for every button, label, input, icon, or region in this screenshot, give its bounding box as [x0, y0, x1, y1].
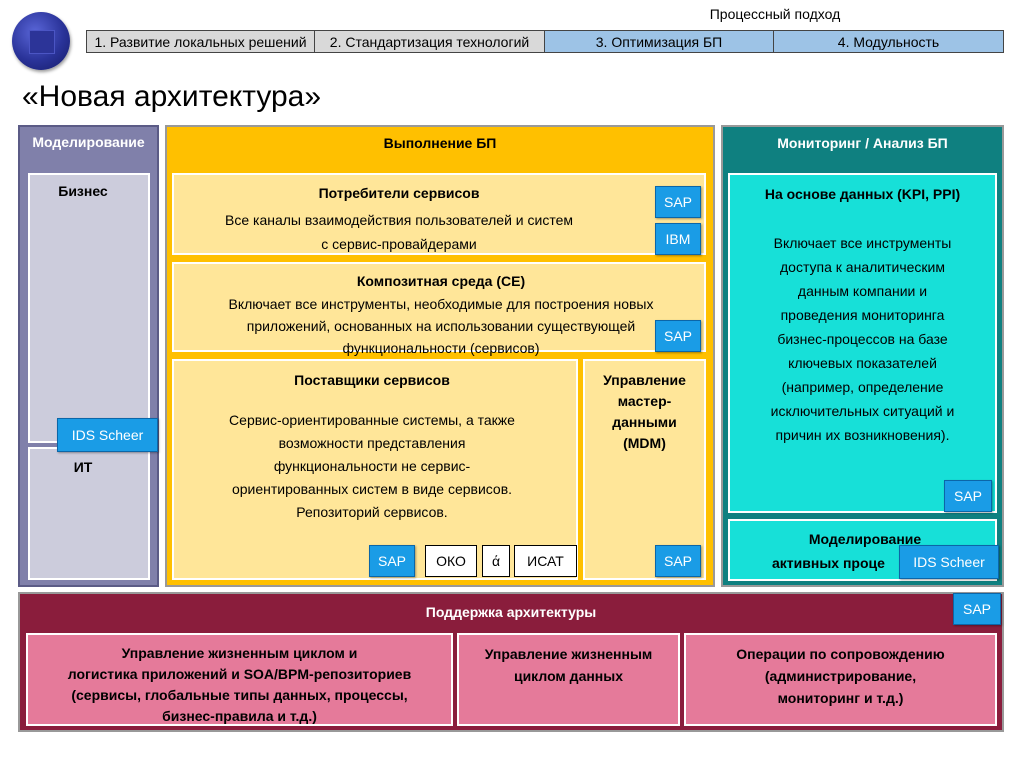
consumers-line-2: с сервис-провайдерами: [321, 236, 477, 252]
mdm-line-2: мастер-: [617, 393, 672, 409]
mdm-line-4: (MDM): [623, 435, 666, 451]
data-line-5: бизнес-процессов на базе: [777, 331, 948, 347]
isat-badge: ИСАТ: [514, 545, 577, 577]
monitoring-title: Мониторинг / Анализ БП: [777, 135, 948, 151]
step-1: 1. Развитие локальных решений: [86, 30, 315, 53]
data-box-description: Включает все инструменты доступа к анали…: [730, 231, 995, 447]
page-title: «Новая архитектура»: [22, 80, 322, 113]
proc-line-1: Моделирование: [808, 531, 922, 547]
business-label: Бизнес: [58, 183, 108, 199]
sap-badge-composite: SAP: [655, 320, 701, 352]
business-box: [28, 173, 150, 443]
providers-title: Поставщики сервисов: [294, 372, 450, 388]
step-3: 3. Оптимизация БП: [544, 30, 774, 53]
modeling-title: Моделирование: [32, 134, 145, 150]
sup1-line-2: логистика приложений и SOA/BPM-репозитор…: [67, 666, 412, 682]
data-lifecycle-text: Управление жизненным циклом данных: [459, 635, 678, 687]
maintenance-operations-box: Операции по сопровождению (администриров…: [684, 633, 997, 726]
data-line-9: причин их возникновения).: [775, 427, 950, 443]
consumers-title: Потребители сервисов: [318, 185, 480, 201]
oko-badge: ОКО: [425, 545, 477, 577]
ids-scheer-badge-modeling: IDS Scheer: [57, 418, 158, 452]
consumers-line-1: Все каналы взаимодействия пользователей …: [225, 212, 573, 228]
sap-badge-support: SAP: [953, 593, 1001, 625]
app-lifecycle-box: Управление жизненным циклом и логистика …: [26, 633, 453, 726]
support-title: Поддержка архитектуры: [425, 604, 597, 620]
sup1-line-3: (сервисы, глобальные типы данных, процес…: [71, 687, 408, 703]
sup1-line-1: Управление жизненным циклом и: [121, 645, 358, 661]
data-line-2: доступа к аналитическим: [780, 259, 945, 275]
providers-line-2: возможности представления: [278, 435, 466, 451]
master-data-management-box: Управление мастер- данными (MDM): [583, 359, 706, 580]
sup3-line-1: Операции по сопровождению: [736, 646, 945, 662]
data-line-3: данным компании и: [797, 283, 928, 299]
process-approach-title: Процессный подход: [709, 6, 841, 22]
composite-environment-box: Композитная среда (CE) Включает все инст…: [172, 262, 706, 356]
providers-line-5: Репозиторий сервисов.: [296, 504, 448, 520]
providers-line-4: ориентированных систем в виде сервисов.: [231, 481, 513, 497]
it-label: ИТ: [73, 459, 93, 475]
service-consumers-box: Потребители сервисов Все каналы взаимоде…: [172, 173, 706, 255]
step-2: 2. Стандартизация технологий: [314, 30, 545, 53]
data-line-6: ключевых показателей: [788, 355, 937, 371]
sup3-line-3: мониторинг и т.д.): [777, 690, 904, 706]
logo-square: [29, 30, 55, 54]
execution-title: Выполнение БП: [383, 135, 497, 151]
mdm-text: Управление мастер- данными (MDM): [585, 370, 704, 454]
sap-badge-consumers: SAP: [655, 186, 701, 218]
data-lifecycle-box: Управление жизненным циклом данных: [457, 633, 680, 726]
mdm-line-3: данными: [612, 414, 677, 430]
maintenance-text: Операции по сопровождению (администриров…: [686, 635, 995, 709]
alpha-badge: ά: [482, 545, 510, 577]
data-line-7: (например, определение: [781, 379, 944, 395]
ibm-badge-consumers: IBM: [655, 223, 701, 255]
ids-scheer-badge-monitoring: IDS Scheer: [899, 545, 999, 579]
step-4: 4. Модульность: [773, 30, 1004, 53]
composite-line-3: функциональности (сервисов): [342, 340, 540, 356]
proc-line-2: активных проце: [772, 555, 885, 571]
providers-line-3: функциональности не сервис-: [273, 458, 471, 474]
it-box: [28, 447, 150, 580]
app-lifecycle-text: Управление жизненным циклом и логистика …: [28, 635, 451, 727]
data-line-1: Включает все инструменты: [773, 235, 952, 251]
sap-badge-providers: SAP: [369, 545, 415, 577]
service-providers-box: Поставщики сервисов Сервис-ориентированн…: [172, 359, 578, 580]
company-logo: [12, 12, 70, 70]
data-based-box: На основе данных (KPI, PPI) Включает все…: [728, 173, 997, 513]
sup3-line-2: (администрирование,: [764, 668, 917, 684]
mdm-line-1: Управление: [603, 372, 686, 388]
sup2-line-1: Управление жизненным: [484, 646, 653, 662]
sap-badge-mdm: SAP: [655, 545, 701, 577]
sup1-line-4: бизнес-правила и т.д.): [162, 708, 317, 724]
composite-line-2: приложений, основанных на использовании …: [246, 318, 636, 334]
data-line-4: проведения мониторинга: [780, 307, 945, 323]
sup2-line-2: циклом данных: [513, 668, 624, 684]
data-box-title: На основе данных (KPI, PPI): [764, 186, 961, 202]
sap-badge-monitoring: SAP: [944, 480, 992, 512]
providers-line-1: Сервис-ориентированные системы, а также: [229, 412, 515, 428]
composite-line-1: Включает все инструменты, необходимые дл…: [228, 296, 654, 312]
composite-title: Композитная среда (CE): [356, 273, 526, 289]
providers-description: Сервис-ориентированные системы, а также …: [174, 409, 570, 524]
data-line-8: исключительных ситуаций и: [770, 403, 955, 419]
